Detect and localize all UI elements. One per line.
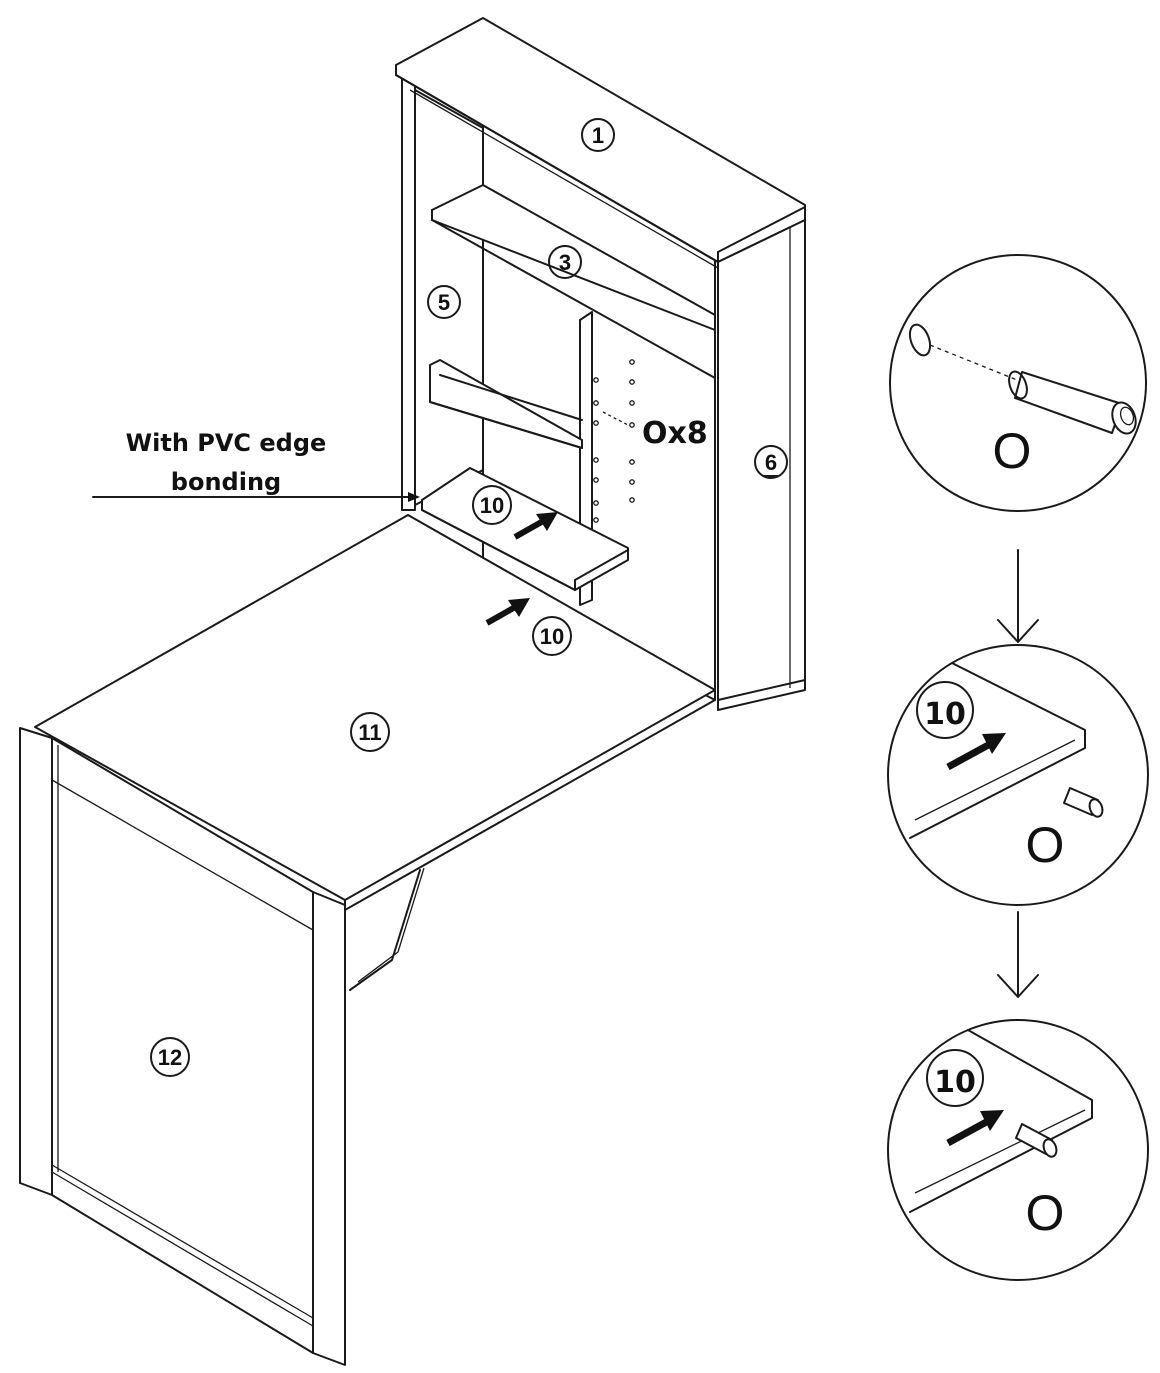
dowel-count-label: Ox8 [642,416,708,451]
right-side-panel [717,219,806,711]
callout-line-1: With PVC edge [126,429,327,457]
detail-3-pin-label: O [1026,1185,1065,1241]
part-label-10-upper: 10 [472,485,512,525]
part-label-10-lower: 10 [532,616,572,656]
part-number-6: 6 [765,450,777,475]
part-number-3: 3 [559,250,571,275]
arrow-icon [485,598,530,626]
part-number-5: 5 [438,290,450,315]
part-label-11: 11 [350,712,390,752]
part-number-12: 12 [158,1045,182,1070]
leg-left-edge [19,727,53,1196]
leg-right-edge [312,891,346,1366]
step-arrow-2 [997,911,1039,998]
part-number-11: 11 [358,720,381,745]
part-label-3: 3 [548,245,582,279]
detail-2-pin-label: O [1026,817,1065,873]
pvc-edge-callout: With PVC edge bonding [92,429,420,502]
step-arrow-1 [997,549,1039,643]
part-label-6: 6 [754,445,788,479]
insert-arrows [485,512,558,626]
part-number-10-upper: 10 [480,493,504,518]
detail-2-part-label: 10 [924,697,966,732]
dowel-holes [593,359,635,523]
left-side-panel [401,74,416,511]
detail-step-1: O [889,254,1147,512]
front-rail [429,359,583,449]
part-label-1: 1 [581,118,615,152]
part-label-12: 12 [150,1037,190,1077]
part-label-5: 5 [427,285,461,319]
part-labels: 1 3 5 6 10 10 11 12 [150,118,788,1077]
detail-1-pin-label: O [993,423,1032,479]
part-number-10-lower: 10 [540,624,564,649]
part-number-1: 1 [592,123,604,148]
callout-line-2: bonding [171,468,281,496]
detail-step-2: 10 O [887,644,1149,906]
wall-cabinet [395,17,806,711]
arrow-icon [513,512,558,540]
detail-step-3: 10 O [887,1019,1149,1281]
detail-3-part-label: 10 [934,1065,976,1100]
fold-down-desk [19,514,716,1366]
